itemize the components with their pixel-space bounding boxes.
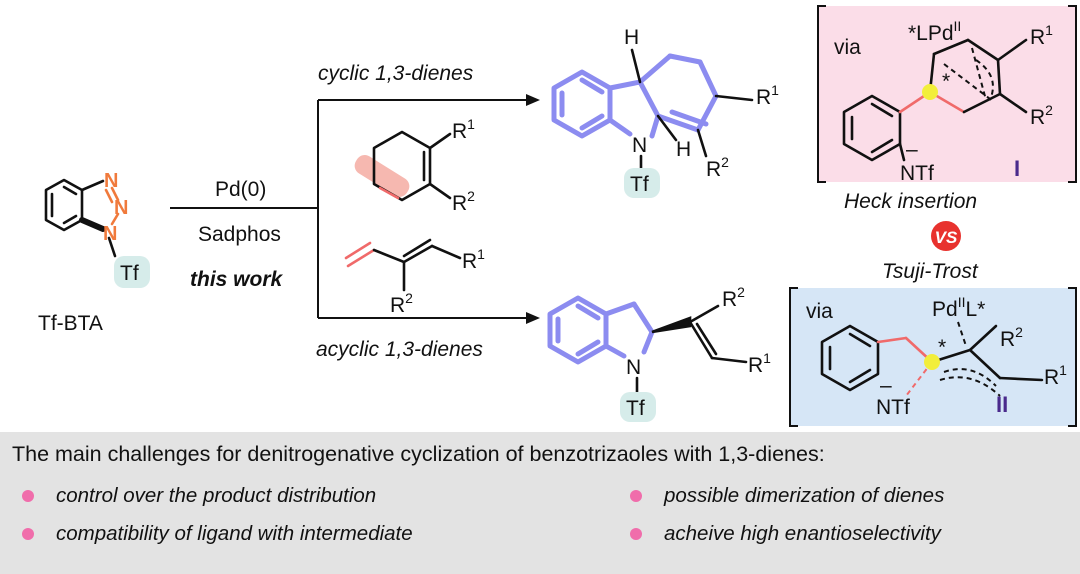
cyclic-diene-structure (372, 130, 452, 202)
indoline-n: N (626, 356, 641, 379)
indoline-r1: R1 (748, 350, 771, 377)
challenge-text: possible dimerization of dienes (664, 484, 945, 507)
acyclic-r2: R2 (390, 290, 413, 317)
acyclic-dienes-label: acyclic 1,3-dienes (316, 338, 483, 361)
challenge-text: compatibility of ligand with intermediat… (56, 522, 413, 545)
carbazole-black-bonds (630, 48, 754, 170)
pd-label-2: PdIIL* (932, 294, 985, 321)
challenge-item: compatibility of ligand with intermediat… (22, 522, 413, 546)
int1-r1: R1 (1030, 22, 1053, 49)
star-highlight-2 (924, 354, 940, 370)
star-2: * (938, 336, 946, 359)
int1-r2: R2 (1030, 102, 1053, 129)
challenges-panel: The main challenges for denitrogenative … (0, 432, 1080, 574)
product-h-bottom: H (676, 138, 691, 161)
challenge-text: acheive high enantioselectivity (664, 522, 941, 545)
int2-r2: R2 (1000, 324, 1023, 351)
tf-label-reactant: Tf (120, 262, 139, 285)
vs-badge (931, 221, 961, 251)
int2-ntf: NTf (876, 396, 910, 419)
numeral-1: I (1014, 156, 1020, 181)
vs-label: VS (935, 228, 958, 247)
cyclic-dienes-label: cyclic 1,3-dienes (318, 62, 474, 85)
product-n: N (632, 134, 647, 157)
challenge-text: control over the product distribution (56, 484, 377, 507)
reactant-name: Tf-BTA (38, 312, 103, 335)
challenges-title: The main challenges for denitrogenative … (12, 442, 825, 466)
n-atom-3: N (103, 223, 117, 245)
diene-r2: R2 (452, 188, 475, 215)
intermediate-2-dashes (905, 321, 1001, 397)
bullet-dot (630, 528, 642, 540)
this-work-label: this work (190, 268, 284, 291)
star-highlight-1 (922, 84, 938, 100)
intermediate-1-dashes (943, 47, 995, 103)
reaction-arrows (170, 99, 528, 319)
tf-bta-structure (44, 178, 120, 258)
int2-r1: R1 (1044, 362, 1067, 389)
product-r1: R1 (756, 82, 779, 109)
reaction-scheme: N N N Tf Tf-BTA Pd(0) Sadphos this work … (38, 5, 1077, 427)
tf-bubble-product-2 (620, 392, 656, 422)
n-atom-1: N (104, 170, 118, 192)
tsuji-trost-label: Tsuji-Trost (882, 260, 979, 283)
intermediate-2-brackets (789, 287, 1077, 427)
indoline-product-structure (547, 295, 655, 365)
indoline-black-bonds (635, 304, 748, 394)
pd-label-1: *LPdII (908, 18, 961, 45)
arrow-head-top (526, 94, 540, 106)
heck-insertion-label: Heck insertion (844, 190, 977, 213)
product-tf: Tf (630, 173, 649, 196)
acyclic-diene-structure (344, 238, 462, 292)
tf-bubble-product-1 (624, 168, 660, 198)
int1-charge: – (906, 138, 918, 161)
acyclic-r1: R1 (462, 246, 485, 273)
tf-bubble-reactant (114, 256, 150, 288)
diene-r1: R1 (452, 116, 475, 143)
carbazole-product-structure (551, 53, 719, 139)
bullet-dot (630, 490, 642, 502)
catalyst-label: Pd(0) (215, 178, 266, 201)
n-atom-2: N (114, 197, 128, 219)
intermediate-1-brackets (817, 5, 1077, 183)
bullet-dot (22, 490, 34, 502)
product-r2: R2 (706, 154, 729, 181)
challenge-item: acheive high enantioselectivity (630, 522, 941, 546)
indoline-r2: R2 (722, 284, 745, 311)
via-label-2: via (806, 300, 833, 323)
indoline-tf: Tf (626, 397, 645, 420)
challenge-item: possible dimerization of dienes (630, 484, 944, 508)
product-h-top: H (624, 26, 639, 49)
arrow-head-bottom (526, 312, 540, 324)
bullet-dot (22, 528, 34, 540)
diene-highlight (354, 155, 410, 197)
int2-charge: – (880, 374, 892, 397)
via-label-1: via (834, 36, 861, 59)
ligand-label: Sadphos (198, 223, 281, 246)
challenge-item: control over the product distribution (22, 484, 376, 508)
star-1: * (942, 70, 950, 93)
int1-ntf: NTf (900, 162, 934, 185)
numeral-2: II (996, 392, 1008, 417)
